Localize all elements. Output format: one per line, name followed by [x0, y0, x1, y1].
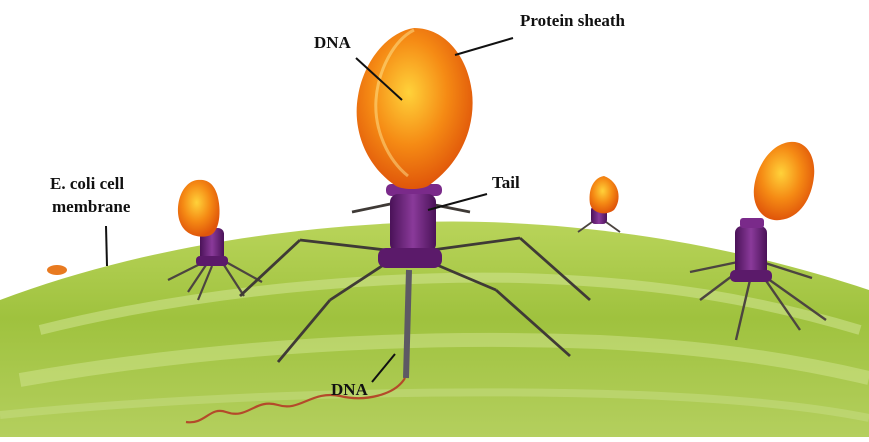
leader-tail — [428, 194, 487, 210]
label-tail: Tail — [492, 173, 520, 192]
leader-membrane — [106, 226, 107, 266]
label-dna-head: DNA — [314, 33, 352, 52]
tiny-phage-far-left — [47, 265, 67, 275]
phage-distant — [578, 176, 620, 232]
phage-right-head — [754, 142, 814, 220]
leader-protein-sheath — [455, 38, 513, 55]
tail-core — [406, 270, 409, 378]
label-dna-injected: DNA — [331, 380, 369, 399]
tail-sheath — [390, 194, 436, 252]
label-membrane-line2: membrane — [52, 197, 131, 216]
base-plate — [378, 248, 442, 268]
phage-left-head — [178, 180, 220, 237]
label-protein-sheath: Protein sheath — [520, 11, 626, 30]
phage-distant-head — [590, 176, 619, 213]
phage-main-head — [357, 28, 473, 189]
label-membrane-line1: E. coli cell — [50, 174, 124, 193]
